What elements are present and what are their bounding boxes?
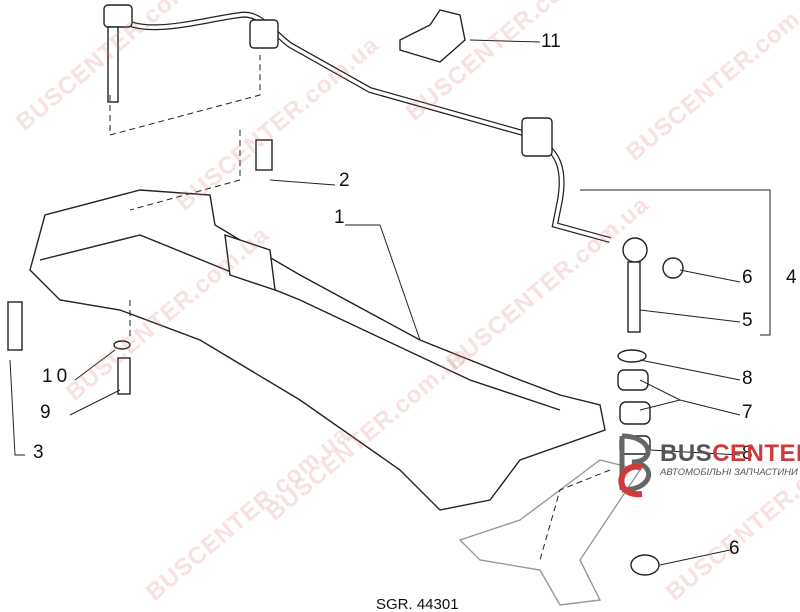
callout-1: 1 xyxy=(334,207,345,228)
callout-2: 2 xyxy=(339,170,350,191)
logo-name: BUSCENTER xyxy=(660,440,800,467)
bracket xyxy=(399,9,466,63)
callout-10: 10 xyxy=(42,366,72,387)
callout-3: 3 xyxy=(33,442,44,463)
callout-8: 8 xyxy=(742,368,753,389)
callout-6-lower: 6 xyxy=(729,538,740,559)
logo-tagline: АВТОМОБІЛЬНІ ЗАПЧАСТИНИ xyxy=(660,467,798,478)
subframe xyxy=(29,189,606,511)
buscenter-logo-icon xyxy=(618,433,651,498)
callout-9: 9 xyxy=(40,402,51,423)
callout-6: 6 xyxy=(742,267,753,288)
diagram-reference: SGR. 44301 xyxy=(376,596,459,612)
callout-5: 5 xyxy=(742,310,753,331)
control-arm xyxy=(458,459,642,606)
callout-4: 4 xyxy=(786,267,797,288)
callout-11: 11 xyxy=(541,31,561,52)
callout-8-lower: 8 xyxy=(742,443,753,464)
callout-7: 7 xyxy=(742,402,753,423)
